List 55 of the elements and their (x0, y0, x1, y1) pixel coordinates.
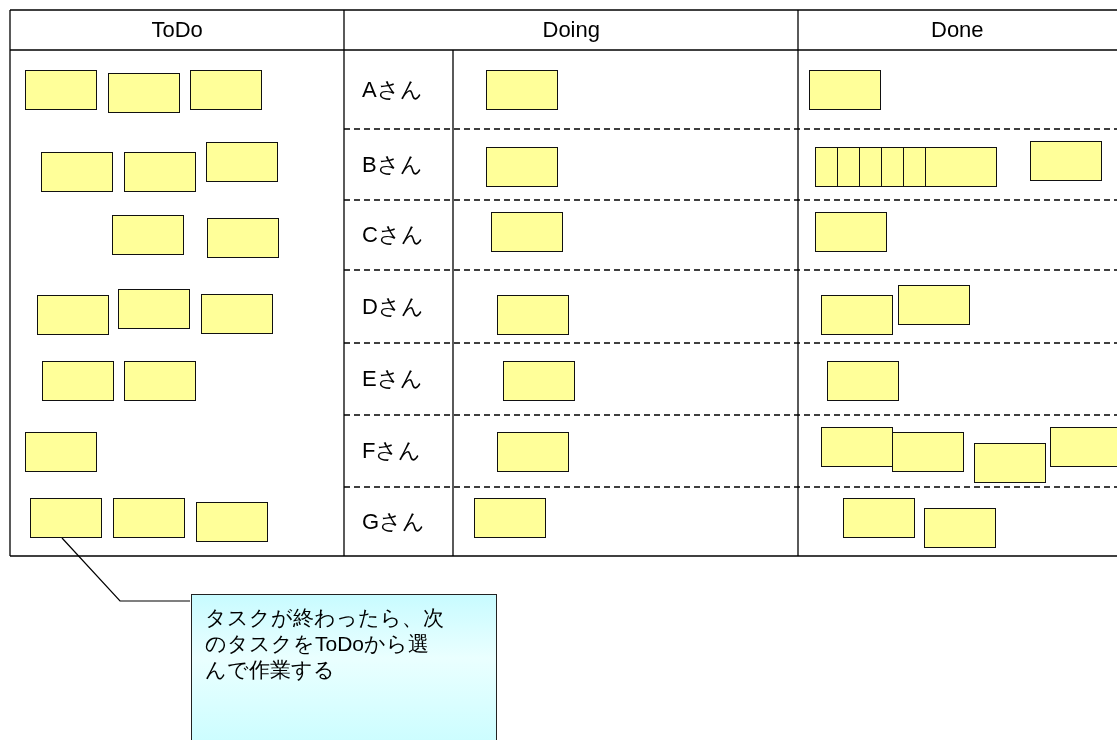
sticky-note (1050, 427, 1117, 467)
sticky-note (503, 361, 575, 401)
sticky-note (207, 218, 279, 258)
person-name: Eさん (362, 366, 423, 392)
sticky-note (815, 212, 887, 252)
sticky-note (113, 498, 185, 538)
sticky-note (881, 147, 904, 187)
sticky-note (815, 147, 838, 187)
sticky-note (1030, 141, 1102, 181)
sticky-note (25, 432, 97, 472)
person-name: Bさん (362, 151, 423, 178)
sticky-note (843, 498, 915, 538)
sticky-note (924, 508, 996, 548)
sticky-note (903, 147, 926, 187)
sticky-note (196, 502, 268, 542)
sticky-note (821, 427, 893, 467)
sticky-note (809, 70, 881, 110)
person-name: Aさん (362, 76, 423, 103)
sticky-note (42, 361, 114, 401)
sticky-note (898, 285, 970, 325)
sticky-note (497, 432, 569, 472)
sticky-note (118, 289, 190, 329)
person-name: Fさん (362, 438, 422, 464)
sticky-note (821, 295, 893, 335)
sticky-note (37, 295, 109, 335)
sticky-note (486, 147, 558, 187)
sticky-note (859, 147, 882, 187)
sticky-note (112, 215, 184, 255)
person-name: Dさん (362, 293, 424, 320)
sticky-note (25, 70, 97, 110)
sticky-note (30, 498, 102, 538)
sticky-note (206, 142, 278, 182)
column-header: Doing (542, 17, 600, 43)
sticky-note (925, 147, 997, 187)
callout-text: タスクが終わったら、次のタスクをToDoから選んで作業する (205, 605, 445, 683)
sticky-note (124, 361, 196, 401)
leader-line (61, 537, 191, 602)
sticky-note (892, 432, 964, 472)
person-name: Cさん (362, 222, 424, 248)
sticky-note (124, 152, 196, 192)
sticky-note (474, 498, 546, 538)
sticky-note (974, 443, 1046, 483)
sticky-note (837, 147, 860, 187)
sticky-note (41, 152, 113, 192)
sticky-note (491, 212, 563, 252)
column-header: Done (931, 17, 984, 43)
callout-box (191, 594, 497, 740)
sticky-note (201, 294, 273, 334)
sticky-note (190, 70, 262, 110)
column-header: ToDo (151, 17, 203, 43)
sticky-note (486, 70, 558, 110)
sticky-note (497, 295, 569, 335)
sticky-note (108, 73, 180, 113)
person-name: Gさん (362, 508, 426, 535)
sticky-note (827, 361, 899, 401)
